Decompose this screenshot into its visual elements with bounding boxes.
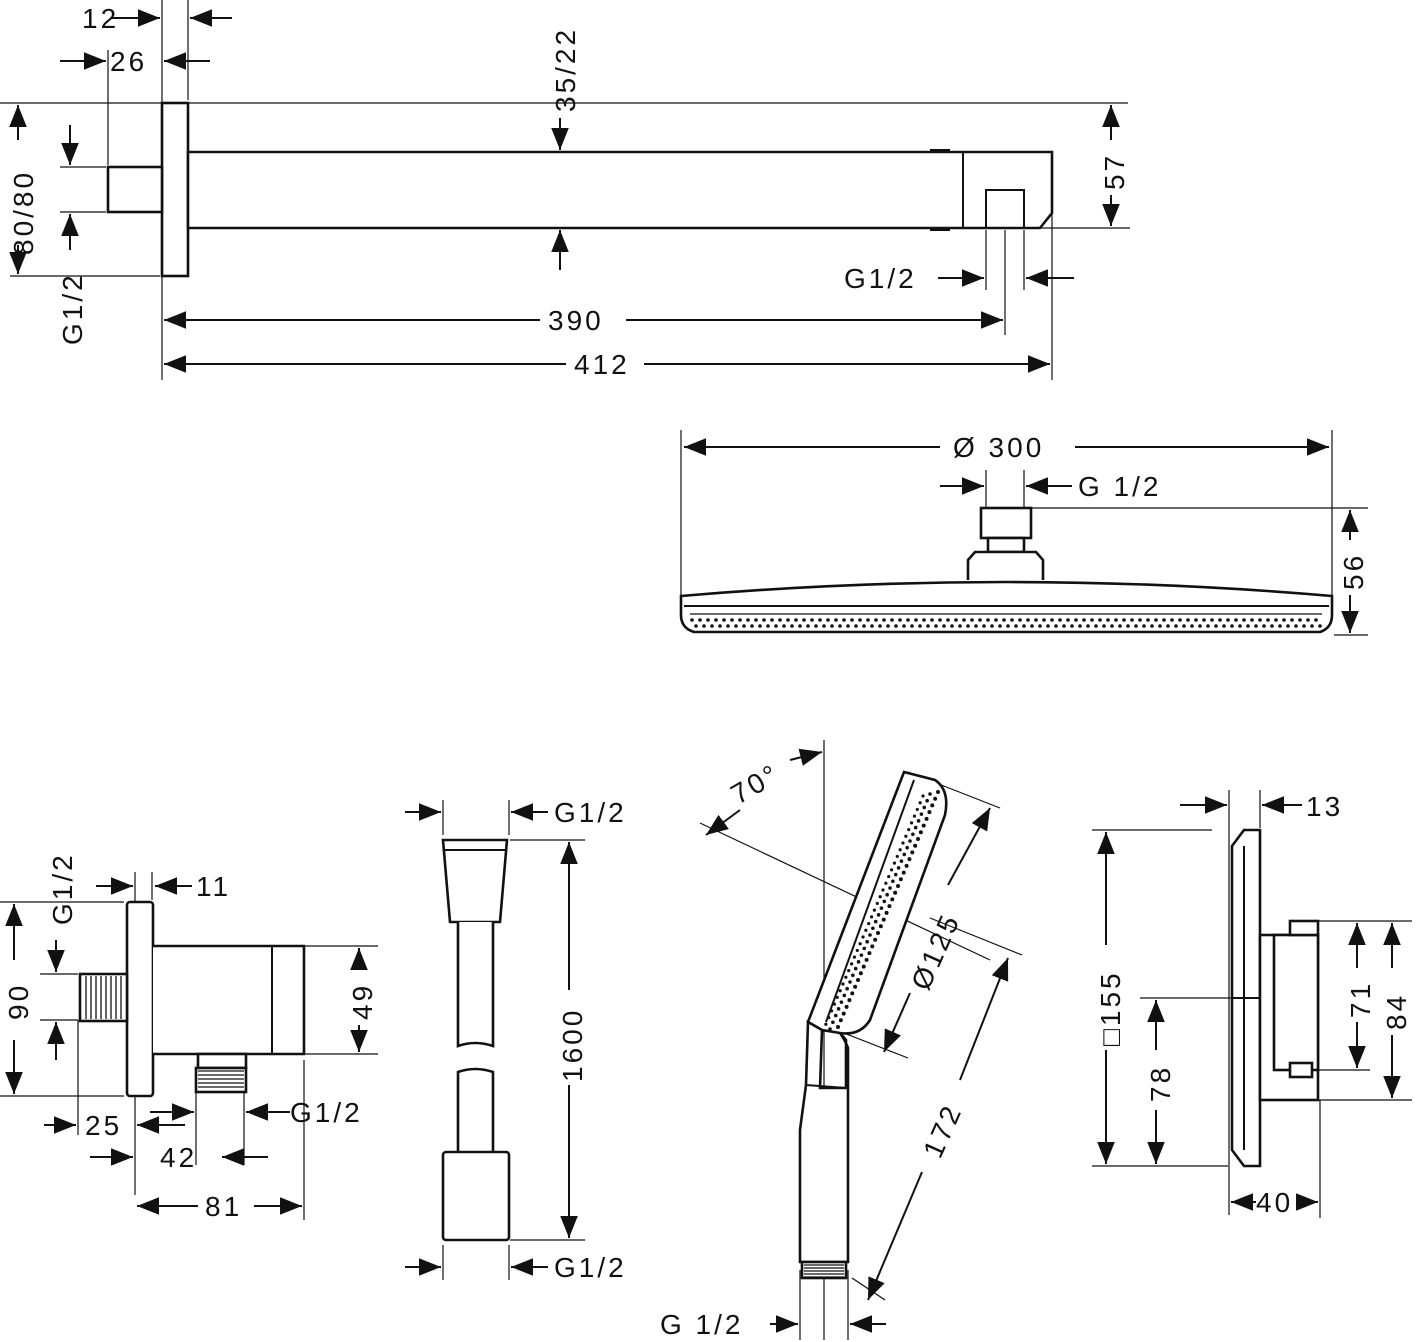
shower-head-view: Ø 300 G 1/2 56 <box>679 430 1369 636</box>
shower-head-neck <box>966 550 1045 580</box>
spout-thread-nub <box>106 165 164 214</box>
spout-dim-26: 26 <box>110 46 147 77</box>
spout-view: 12 26 35/22 57 80/80 G1/2 G1/2 390 412 <box>0 0 1130 380</box>
outlet-dim-81: 81 <box>205 1191 242 1222</box>
outlet-dim-11: 11 <box>196 871 231 902</box>
thermo-dim-155: □155 <box>1095 970 1126 1046</box>
hose-thread-bottom: G1/2 <box>554 1252 627 1283</box>
wall-outlet-nipple <box>194 1066 248 1094</box>
hand-dim-172: 172 <box>917 1099 968 1163</box>
spout-dim-57: 57 <box>1099 153 1130 190</box>
outlet-thread-bottom: G1/2 <box>290 1097 363 1128</box>
shower-head-connector <box>979 506 1033 540</box>
hose-top-nut <box>441 838 509 924</box>
outlet-thread-top: G1/2 <box>47 852 78 925</box>
thermo-dim-71: 71 <box>1345 981 1376 1018</box>
spout-outlet <box>985 189 1025 229</box>
thermostat-view: 13 □155 78 71 84 40 <box>1092 790 1412 1218</box>
spout-dim-80-80: 80/80 <box>8 170 39 255</box>
hand-thread: G 1/2 <box>660 1309 743 1340</box>
outlet-dim-25: 25 <box>85 1110 122 1141</box>
hose-bottom-segment <box>456 1067 495 1152</box>
spout-dim-412: 412 <box>574 349 630 380</box>
outlet-dim-42: 42 <box>160 1142 197 1173</box>
wall-outlet-view: G1/2 11 90 49 25 G1/2 42 81 <box>0 852 378 1222</box>
shower-head-nozzles <box>690 618 1322 628</box>
head-dim-300: Ø 300 <box>953 432 1044 463</box>
hand-angle: 70° <box>726 758 786 811</box>
spout-dim-35-22: 35/22 <box>550 27 581 112</box>
hand-shower-view: 70° Ø125 172 G 1/2 <box>660 740 1023 1340</box>
hand-shower-nozzles <box>821 790 940 1033</box>
wall-outlet-thread <box>78 972 129 1023</box>
outlet-dim-90: 90 <box>3 983 34 1020</box>
hose-top-segment <box>456 922 495 1048</box>
hose-thread-top: G1/2 <box>554 797 627 828</box>
hose-view: G1/2 1600 G1/2 <box>405 797 627 1283</box>
wall-outlet-body <box>153 944 306 1056</box>
spout-wall-plate <box>160 101 190 278</box>
head-dim-56: 56 <box>1338 553 1369 590</box>
spout-thread-wall: G1/2 <box>57 272 88 345</box>
outlet-dim-49: 49 <box>347 983 378 1020</box>
thermo-dim-40: 40 <box>1256 1187 1293 1218</box>
thermo-dim-78: 78 <box>1145 1065 1176 1102</box>
head-thread: G 1/2 <box>1078 471 1161 502</box>
spout-body <box>186 150 1054 230</box>
hose-dim-1600: 1600 <box>557 1008 588 1082</box>
thermo-dim-84: 84 <box>1381 993 1412 1030</box>
hand-dim-125: Ø125 <box>905 908 966 994</box>
spout-dim-12: 12 <box>82 3 119 34</box>
hose-bottom-nut <box>441 1150 511 1242</box>
wall-outlet-plate <box>125 900 155 1098</box>
spout-thread-outlet: G1/2 <box>844 263 917 294</box>
spout-dim-390: 390 <box>548 305 604 336</box>
thermo-dim-13: 13 <box>1306 791 1343 822</box>
